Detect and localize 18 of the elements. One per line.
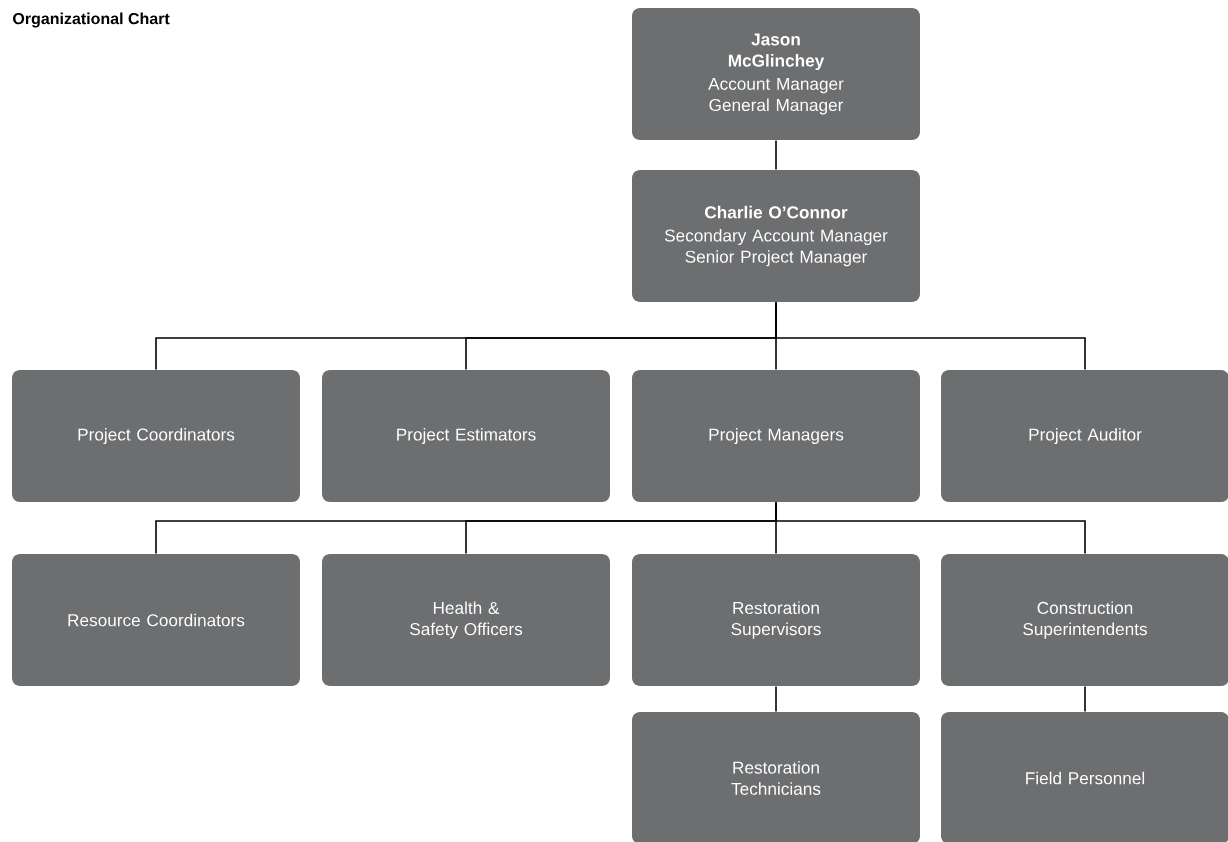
org-box: Project Coordinators [12, 370, 300, 502]
chart-title: Organizational Chart [13, 12, 170, 28]
org-box: Construction Superintendents [941, 554, 1228, 686]
org-box: Restoration Technicians [632, 712, 920, 842]
org-box: Charlie O’Connor Secondary Account Manager Senior Project Manager [632, 170, 920, 302]
org-box: Project Estimators [322, 370, 610, 502]
connector-line [775, 685, 777, 713]
org-box: Jason McGlinchey Account Manager General Manager [632, 8, 920, 140]
connector-line [1084, 685, 1086, 713]
connector-line [775, 501, 1086, 555]
org-box: Project Managers [632, 370, 920, 502]
org-box: Field Personnel [941, 712, 1228, 842]
connector-line [775, 139, 777, 171]
org-box: Health & Safety Officers [322, 554, 610, 686]
org-box: Project Auditor [941, 370, 1228, 502]
org-box: Resource Coordinators [12, 554, 300, 686]
connector-line [775, 301, 1086, 371]
org-box: Restoration Supervisors [632, 554, 920, 686]
